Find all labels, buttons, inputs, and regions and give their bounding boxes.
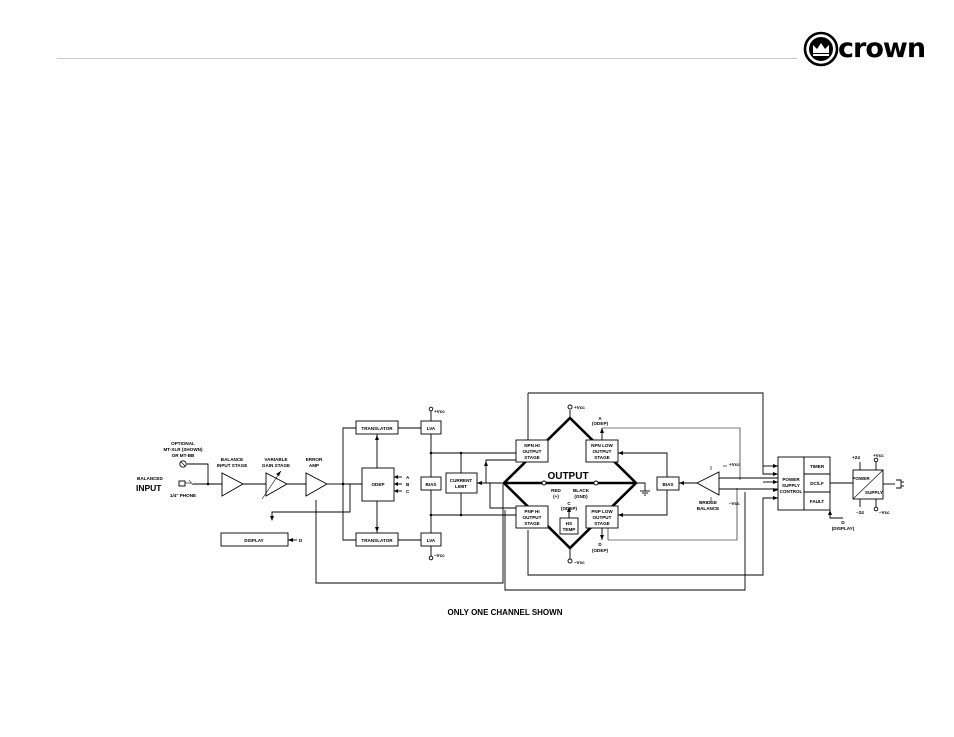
translator-bottom-label: TRANSLATOR: [361, 538, 393, 543]
d-odep-label-1: D: [598, 542, 602, 547]
npn-hi-label-3: STAGE: [524, 455, 539, 460]
ps-neg-vcc: –Vcc: [879, 510, 890, 515]
lva-neg-vcc: –Vcc: [434, 553, 445, 558]
display-d-tag: D: [299, 538, 303, 543]
error-amp-label-2: AMP: [309, 463, 319, 468]
error-amp: [305, 472, 328, 497]
amp-pos-vcc: +Vcc: [729, 462, 740, 467]
brand-name: crown: [838, 33, 926, 64]
xlr-connector-icon: [179, 460, 187, 468]
amp-neg-vcc: –Vcc: [729, 501, 740, 506]
npn-hi-label-1: NPN HI: [524, 443, 540, 448]
timer-label: TIMER: [810, 464, 825, 469]
pnp-hi-label-3: STAGE: [524, 521, 539, 526]
header-rule: [57, 58, 797, 59]
odep-output-b: B: [406, 482, 410, 487]
a-odep-label-1: A: [598, 416, 602, 421]
bridge-neg-vcc: –Vcc: [574, 560, 585, 565]
c-odep-label-1: C: [567, 501, 571, 506]
translator-top-label: TRANSLATOR: [361, 426, 393, 431]
balanced-label: BALANCED: [137, 476, 163, 481]
pnp-hi-label-2: OUTPUT: [523, 515, 542, 520]
error-amp-label-1: ERROR: [306, 457, 323, 462]
npn-low-label-1: NPN LOW: [591, 443, 613, 448]
psc-label-1: POWER: [782, 477, 800, 482]
current-limit-label-2: LIMIT: [455, 484, 467, 489]
supply-label: SUPPLY: [865, 490, 883, 495]
odep-output-c: C: [406, 489, 410, 494]
npn-hi-label-2: OUTPUT: [523, 449, 542, 454]
red-label-1: RED: [551, 488, 561, 493]
power-label: POWER: [852, 476, 870, 481]
optional-label-2: MT-XLR (SHOWN): [163, 447, 203, 452]
display-label: DISPLAY: [244, 538, 264, 543]
display-d-label-2: (DISPLAY): [832, 526, 855, 531]
optional-label-1: OPTIONAL: [171, 441, 195, 446]
bridge-balance-label-2: BALANCE: [697, 506, 719, 511]
balance-input-amp: [221, 472, 244, 497]
black-label-2: (GND): [574, 494, 588, 499]
display-d-label-1: D: [841, 520, 845, 525]
input-label: INPUT: [136, 483, 162, 493]
crown-logo-icon: [803, 31, 839, 67]
hs-temp-label-1: HS: [566, 521, 572, 526]
figure-caption: ONLY ONE CHANNEL SHOWN: [447, 608, 563, 617]
a-odep-label-2: (ODEP): [592, 421, 609, 426]
variable-gain-amp: [265, 472, 288, 497]
npn-low-label-2: OUTPUT: [593, 449, 612, 454]
bias-left-label: BIAS: [426, 482, 437, 487]
neg-24-label: –24: [856, 510, 864, 515]
gain-stage-label-1: VARIABLE: [264, 457, 287, 462]
pos-24-label: +24: [852, 455, 860, 460]
lva-top-label: LVA: [427, 426, 436, 431]
bridge-balance-label-1: BRIDGE: [699, 500, 717, 505]
c-odep-label-2: (ODEP): [561, 506, 578, 511]
hs-temp-label-2: TEMP: [563, 527, 576, 532]
phone-label: 1/4" PHONE: [170, 493, 196, 498]
phone-jack-icon: [178, 479, 194, 487]
psc-label-3: CONTROL: [780, 489, 803, 494]
lva-pos-vcc: +Vcc: [434, 409, 445, 414]
gain-stage-label-2: GAIN STAGE: [262, 463, 290, 468]
pnp-hi-label-1: PNP HI: [524, 509, 539, 514]
d-odep-label-2: (ODEP): [592, 548, 609, 553]
balance-stage-label-1: BALANCE: [221, 457, 243, 462]
ps-pos-vcc: +Vcc: [873, 453, 884, 458]
pnp-low-label-2: OUTPUT: [593, 515, 612, 520]
bridge-pos-vcc: +Vcc: [574, 405, 585, 410]
optional-label-3: OR MT-BB: [172, 453, 195, 458]
power-plug-icon: [896, 479, 904, 489]
odep-output-a: A: [406, 475, 410, 480]
pnp-low-label-1: PNP LOW: [591, 509, 613, 514]
bridge-balance-amp: [696, 471, 720, 496]
odep-label: ODEP: [371, 482, 384, 487]
dc-lf-label: DC/LF: [810, 481, 824, 486]
npn-low-label-3: STAGE: [594, 455, 609, 460]
psc-label-2: SUPPLY: [782, 483, 800, 488]
current-limit-label-1: CURRENT: [450, 478, 473, 483]
fault-label: FAULT: [810, 499, 825, 504]
balance-stage-label-2: INPUT STAGE: [217, 463, 248, 468]
pnp-low-label-3: STAGE: [594, 521, 609, 526]
black-label-1: BLACK: [573, 488, 590, 493]
lva-bottom-label: LVA: [427, 538, 436, 543]
red-label-2: (+): [553, 494, 559, 499]
output-label: OUTPUT: [547, 471, 588, 482]
bias-right-label: BIAS: [663, 482, 674, 487]
